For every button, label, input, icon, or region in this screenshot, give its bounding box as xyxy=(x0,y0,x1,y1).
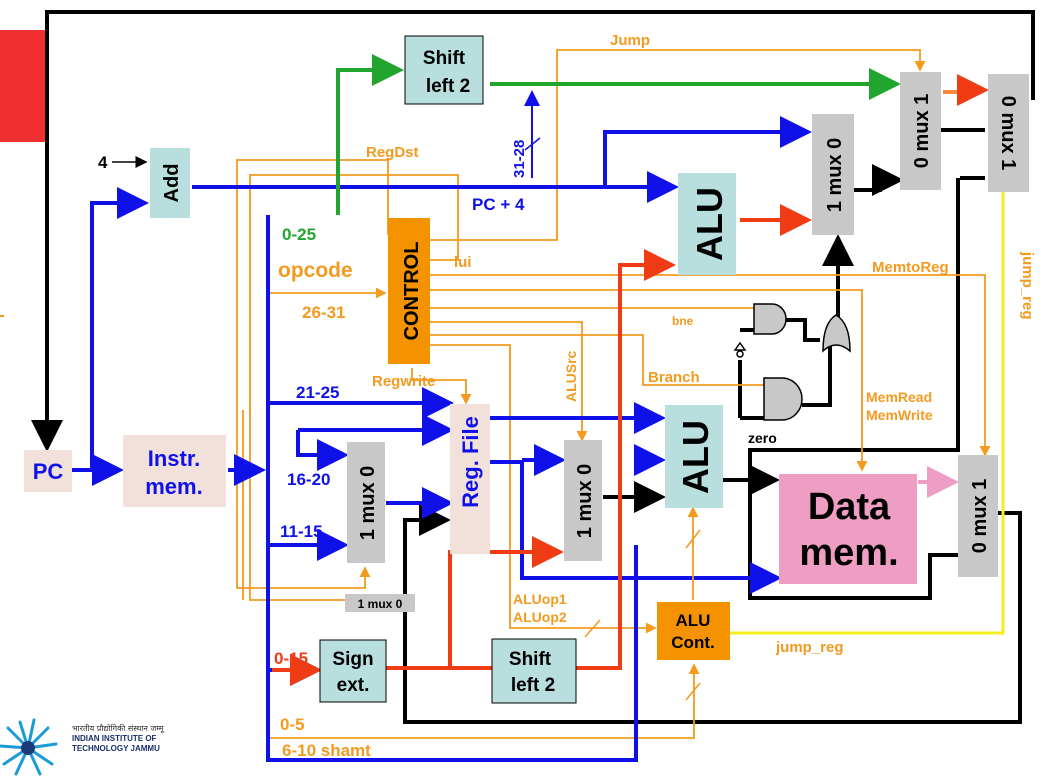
branch-label: Branch xyxy=(648,369,700,386)
bits-21-25-label: 21-25 xyxy=(296,383,339,402)
alusrc-label: ALUSrc xyxy=(563,350,579,402)
pc-upper-bits-slash xyxy=(524,137,541,151)
bits-26-31-label: 26-31 xyxy=(302,303,345,322)
shift-left-bottom-line1: Shift xyxy=(509,649,552,670)
bne-label: bne xyxy=(672,314,694,328)
corner-red-block xyxy=(0,30,45,142)
branch-or-gate xyxy=(822,314,851,353)
alu-cont-label: ALU Cont. xyxy=(671,611,714,652)
regdst-mux xyxy=(347,442,385,563)
shift-left-top-block xyxy=(404,35,484,105)
shift-left-top-line1: Shift xyxy=(423,48,466,69)
lui-label: lui xyxy=(454,254,472,271)
control-unit-label: CONTROL xyxy=(401,242,423,341)
control-lines xyxy=(236,49,991,739)
alusrc-mux-label: 1 mux 0 xyxy=(574,464,596,538)
instr-mem-line2: mem. xyxy=(145,474,202,499)
sign-ext-block xyxy=(319,639,387,703)
aluop1-label: ALUop1 xyxy=(513,591,567,607)
memtoreg-mux-label: 0 mux 1 xyxy=(969,479,991,553)
pc-plus-4-label: PC + 4 xyxy=(472,195,525,214)
branch-mux xyxy=(812,114,854,235)
zero-inverter-bubble xyxy=(736,350,744,358)
bits-16-20-label: 16-20 xyxy=(287,470,330,489)
shift-left-top-line2: left 2 xyxy=(426,76,470,97)
regdst-mux-label: 1 mux 0 xyxy=(357,466,379,540)
bits-31-28-label: 31-28 xyxy=(511,140,528,178)
instr-mem-label: Instr. mem. xyxy=(145,446,202,499)
jump-reg-bottom-label: jump_reg xyxy=(775,639,844,656)
zero-inverter xyxy=(733,341,747,351)
add-block xyxy=(150,148,190,218)
jump-mux-label: 0 mux 1 xyxy=(911,94,933,168)
opcode-label: opcode xyxy=(278,259,353,282)
four-label: 4 xyxy=(98,153,108,172)
regdst-label: RegDst xyxy=(366,144,419,161)
data-mem-block xyxy=(779,474,917,584)
alu-top-block xyxy=(678,173,736,275)
jump-label: Jump xyxy=(610,32,650,49)
lui-mux xyxy=(345,594,415,612)
sign-ext-line2: ext. xyxy=(337,675,370,696)
logo-center xyxy=(21,741,35,755)
instr-mem-block xyxy=(123,435,226,507)
logo-english-line1: INDIAN INSTITUTE OF xyxy=(72,734,157,743)
alu-cont-line2: Cont. xyxy=(671,633,714,652)
alu-main-label: ALU xyxy=(675,420,716,494)
shift-left-top-label: Shift left 2 xyxy=(423,48,470,97)
bne-and-gate xyxy=(753,303,787,335)
memtoreg-mux xyxy=(958,455,998,577)
alusrc-mux xyxy=(564,440,602,561)
data-mem-line1: Data xyxy=(808,486,891,528)
green-wires xyxy=(336,54,901,215)
bits-11-15-label: 11-15 xyxy=(280,522,323,541)
shift-left-bottom-block xyxy=(491,638,577,704)
bits-0-15-label: 0-15 xyxy=(274,649,308,668)
sign-ext-line1: Sign xyxy=(332,649,373,670)
jump-reg-side-label: jump_reg xyxy=(1019,251,1036,320)
sign-ext-label: Sign ext. xyxy=(332,649,373,696)
memtoreg-label: MemtoReg xyxy=(872,259,949,276)
alu-cont-block xyxy=(657,602,730,660)
bits-6-10-label: 6-10 shamt xyxy=(282,741,371,760)
logo-hindi-line: भारतीय प्रौद्योगिकी संस्थान जम्मू xyxy=(72,724,164,733)
alu-top-label: ALU xyxy=(689,187,730,261)
regwrite-label: Regwrite xyxy=(372,373,435,390)
shift-left-bottom-line2: left 2 xyxy=(511,675,555,696)
add-label: Add xyxy=(161,164,183,203)
aluop-slash xyxy=(584,619,601,638)
logo-text-block: भारतीय प्रौद्योगिकी संस्थान जम्मू INDIAN… xyxy=(72,724,202,754)
bits-0-5-label: 0-5 xyxy=(280,715,305,734)
branch-mux-label: 1 mux 0 xyxy=(824,138,846,212)
logo-english-line2: TECHNOLOGY JAMMU xyxy=(72,744,160,753)
pc-label: PC xyxy=(33,459,64,484)
black-wires xyxy=(31,10,1035,724)
instr-mem-line1: Instr. xyxy=(148,446,201,471)
iit-jammu-logo xyxy=(0,718,58,776)
aluop2-label: ALUop2 xyxy=(513,609,567,625)
reg-file-label: Reg. File xyxy=(458,416,483,508)
reg-file-block xyxy=(450,404,490,554)
shift-left-bottom-label: Shift left 2 xyxy=(509,649,555,696)
memwrite-label: MemWrite xyxy=(866,407,933,423)
lui-mux-label: 1 mux 0 xyxy=(358,597,403,611)
branch-and-gate xyxy=(763,377,803,421)
alu-cont-line1: ALU xyxy=(676,611,711,630)
blue-wires xyxy=(72,116,812,762)
zero-label: zero xyxy=(748,430,777,446)
jump-mux xyxy=(900,72,941,190)
alu-main-block xyxy=(665,405,723,508)
bits-0-25-label: 0-25 xyxy=(282,225,316,244)
pc-block xyxy=(24,450,72,492)
jumpreg-mux xyxy=(988,74,1029,192)
data-mem-line2: mem. xyxy=(799,532,898,574)
control-unit-block xyxy=(388,218,430,364)
memread-label: MemRead xyxy=(866,389,932,405)
alucont-in-slash xyxy=(685,682,701,701)
jumpreg-mux-label: 0 mux 1 xyxy=(997,96,1019,170)
